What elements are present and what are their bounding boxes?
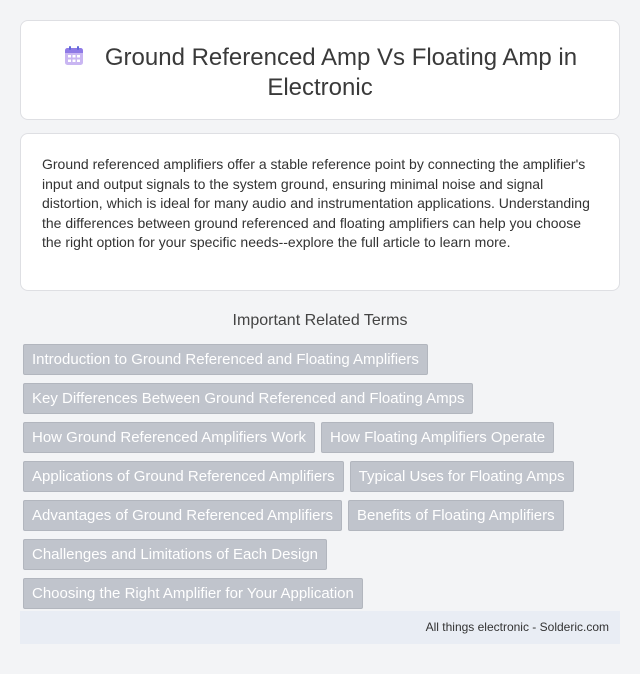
page-title: Ground Referenced Amp Vs Floating Amp in…	[21, 43, 619, 103]
related-term-tag[interactable]: How Floating Amplifiers Operate	[321, 422, 555, 453]
footer: All things electronic - Solderic.com	[20, 611, 620, 644]
related-term-tag[interactable]: Typical Uses for Floating Amps	[349, 461, 574, 492]
related-term-tag[interactable]: Introduction to Ground Referenced and Fl…	[23, 344, 428, 375]
related-term-tag[interactable]: Challenges and Limitations of Each Desig…	[23, 539, 328, 570]
related-term-tag[interactable]: Applications of Ground Referenced Amplif…	[23, 461, 344, 492]
title-card: Ground Referenced Amp Vs Floating Amp in…	[20, 20, 620, 120]
related-term-tag[interactable]: Key Differences Between Ground Reference…	[23, 383, 474, 414]
related-term-tag[interactable]: Benefits of Floating Amplifiers	[348, 500, 564, 531]
description-card: Ground referenced amplifiers offer a sta…	[20, 133, 620, 291]
footer-text: All things electronic - Solderic.com	[425, 620, 609, 634]
description-text: Ground referenced amplifiers offer a sta…	[42, 156, 590, 251]
calendar-icon	[64, 46, 83, 65]
related-term-tag[interactable]: Advantages of Ground Referenced Amplifie…	[23, 500, 343, 531]
related-terms-list: Introduction to Ground Referenced and Fl…	[23, 344, 623, 617]
related-terms-heading: Important Related Terms	[232, 312, 408, 329]
title-text: Ground Referenced Amp Vs Floating Amp in…	[104, 44, 578, 101]
related-term-tag[interactable]: Choosing the Right Amplifier for Your Ap…	[23, 578, 363, 609]
related-term-tag[interactable]: How Ground Referenced Amplifiers Work	[23, 422, 315, 453]
